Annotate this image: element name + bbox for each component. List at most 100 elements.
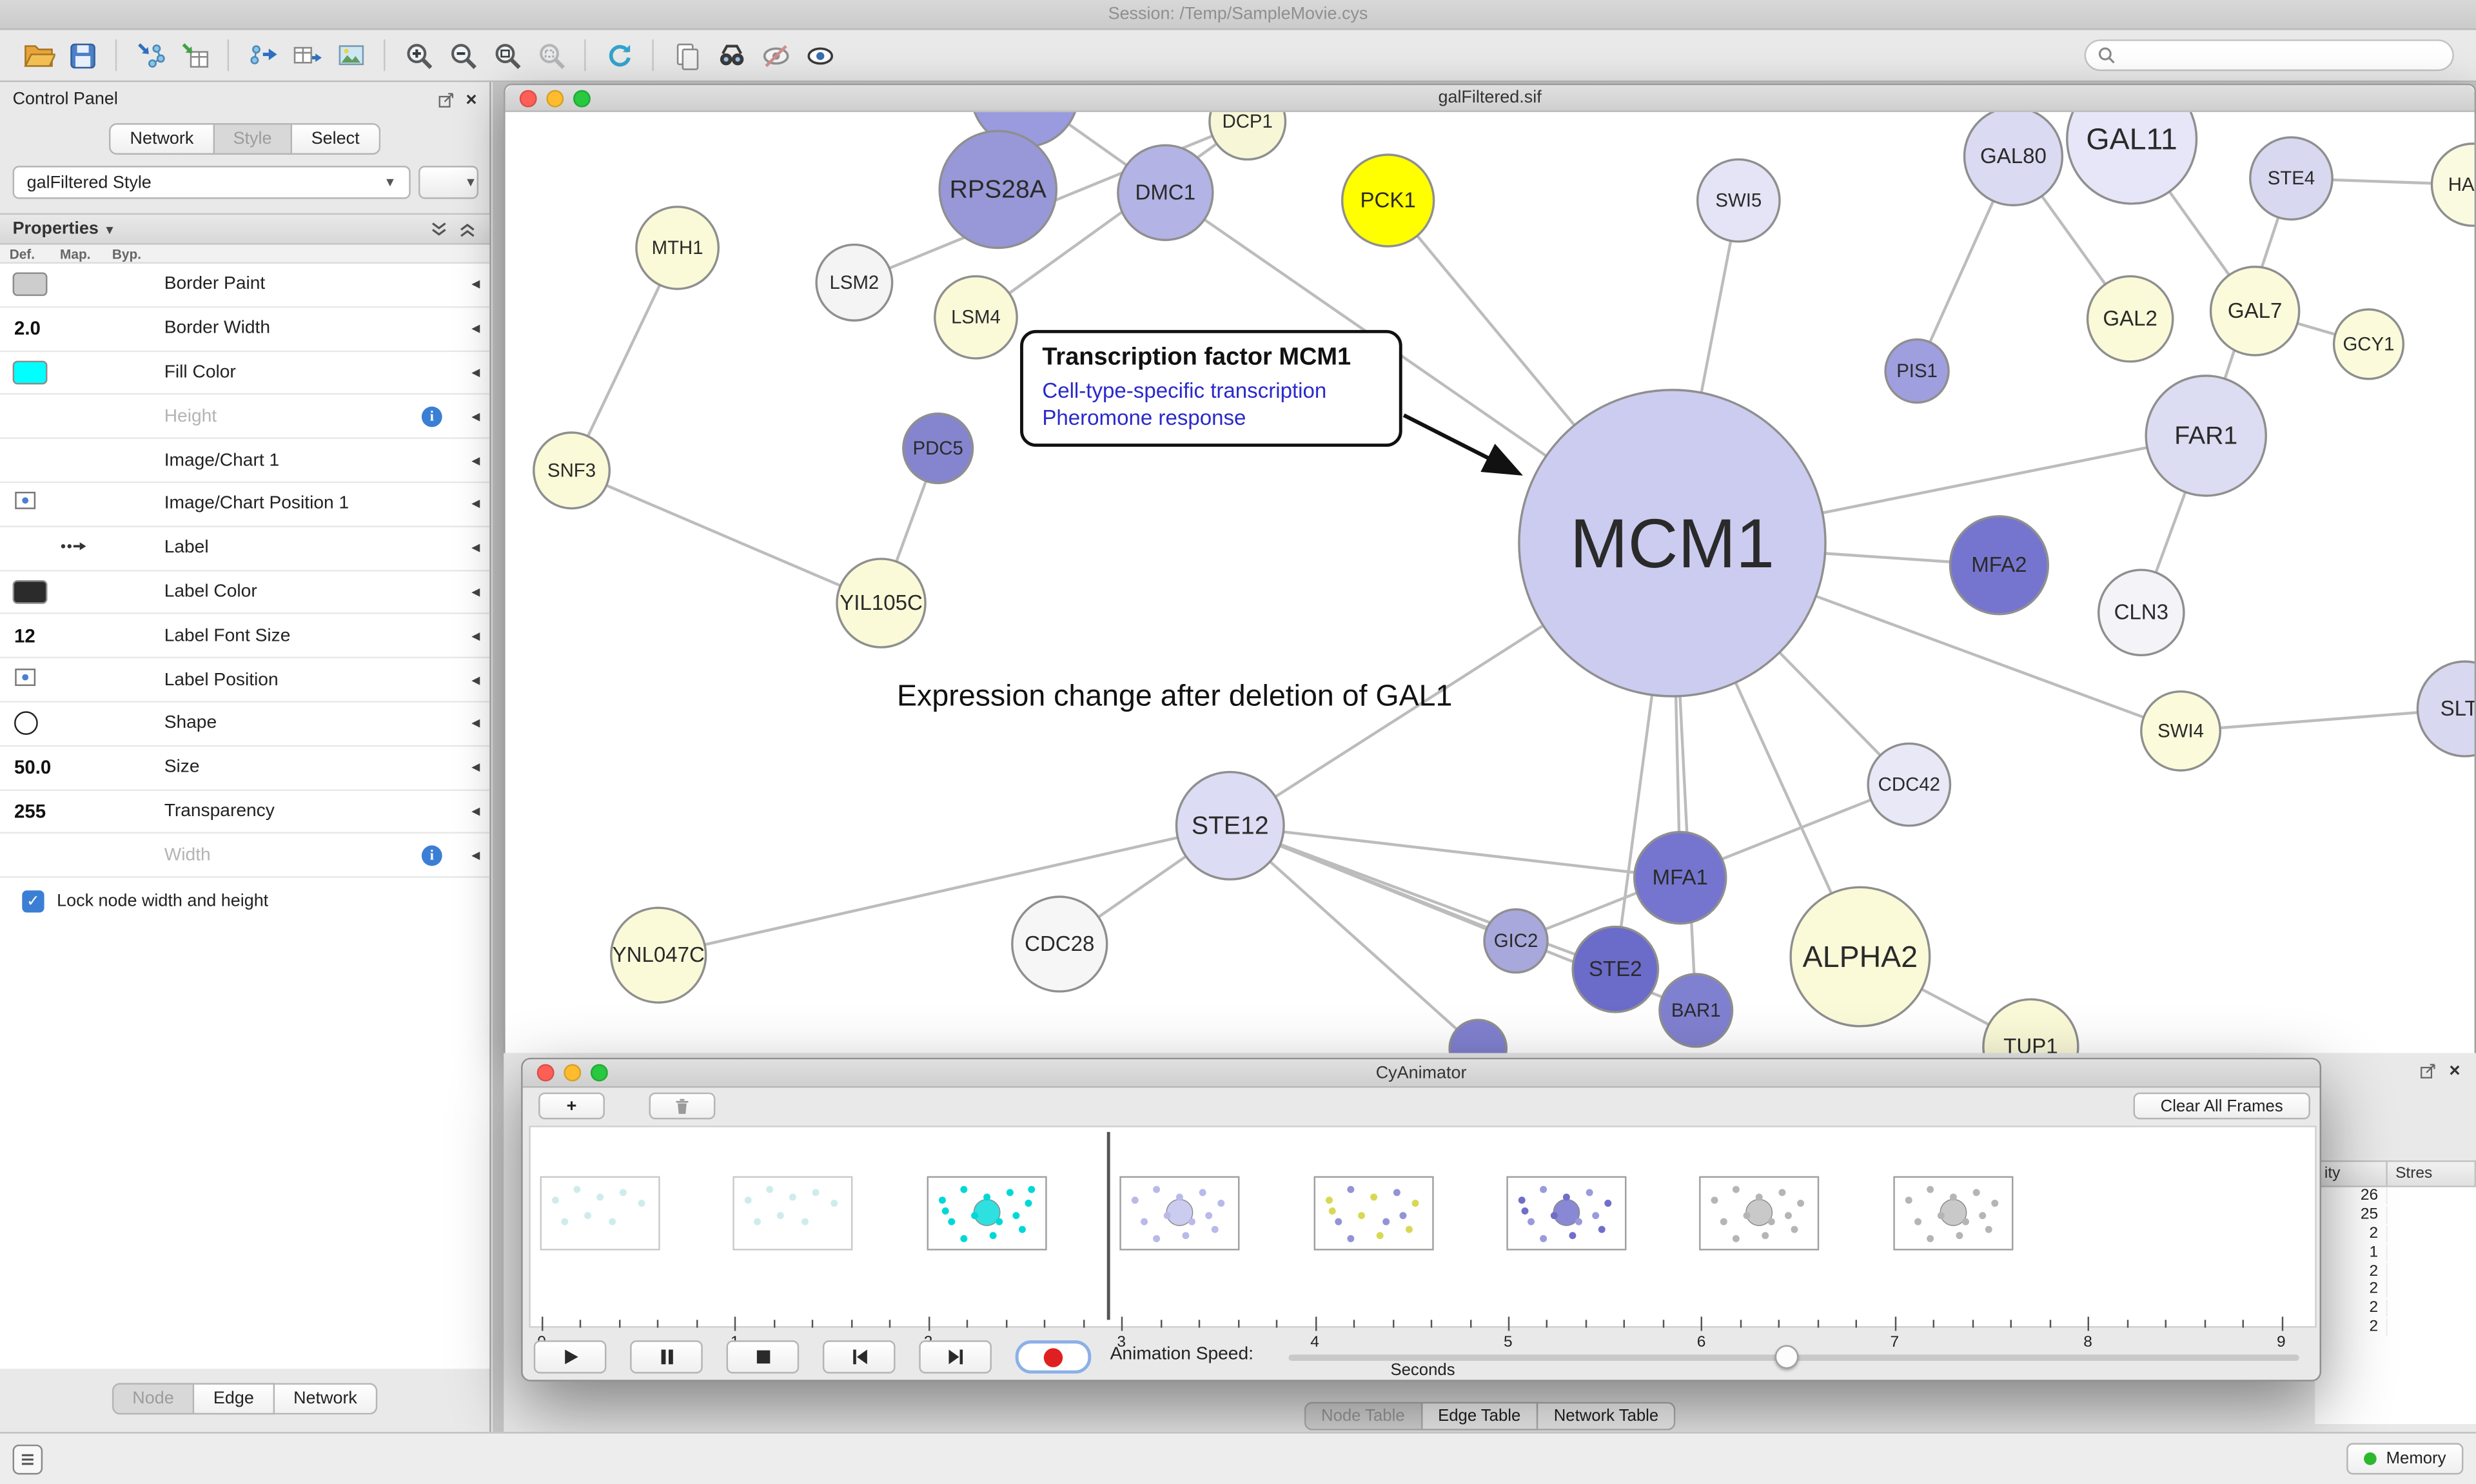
property-row-label-color[interactable]: Label Color◀ (0, 571, 490, 615)
network-node-ALPHA2[interactable] (1789, 886, 1931, 1028)
default-value[interactable]: 2.0 (14, 317, 41, 340)
table-column-header[interactable]: Stres (2387, 1160, 2476, 1187)
table-cell[interactable]: 2 (2315, 1318, 2388, 1336)
search-box[interactable] (2084, 39, 2454, 72)
network-node-STE2[interactable] (1571, 925, 1660, 1013)
network-node-MFA2[interactable] (1949, 515, 2050, 616)
table-cell[interactable]: 2 (2315, 1281, 2388, 1298)
float-panel-icon[interactable] (2419, 1062, 2437, 1079)
panel-menu-button[interactable] (12, 1444, 43, 1475)
network-node-CLN3[interactable] (2097, 569, 2185, 657)
playhead[interactable] (1106, 1131, 1110, 1320)
expand-row-icon[interactable]: ◀ (471, 850, 480, 862)
close-window-button[interactable] (536, 1064, 555, 1082)
close-panel-icon[interactable]: × (466, 88, 477, 111)
network-node-SLT2[interactable] (2416, 660, 2475, 757)
hide-selected-icon[interactable] (753, 34, 798, 77)
network-node-CDC28[interactable] (1011, 895, 1108, 993)
network-node-GAL11[interactable] (2066, 112, 2198, 205)
expand-row-icon[interactable]: ◀ (471, 719, 480, 730)
table-cell[interactable]: 1 (2315, 1244, 2388, 1262)
float-panel-icon[interactable] (437, 91, 455, 108)
property-row-label-position[interactable]: Label Position◀ (0, 658, 490, 703)
open-session-icon[interactable] (15, 34, 60, 77)
lock-size-checkbox[interactable]: ✓ (22, 890, 44, 913)
previous-frame-button[interactable] (822, 1340, 896, 1374)
network-node-MCM1[interactable] (1518, 389, 1827, 698)
timeline-frame-6[interactable] (1700, 1176, 1820, 1251)
info-icon[interactable]: i (421, 406, 442, 427)
show-all-icon[interactable] (798, 34, 842, 77)
timeline-frame-5[interactable] (1506, 1176, 1627, 1251)
expand-row-icon[interactable]: ◀ (471, 280, 480, 291)
network-node-LSM4[interactable] (934, 275, 1018, 360)
network-node-CDC42[interactable] (1867, 742, 1952, 827)
network-canvas[interactable]: RPS28BRPS28ADMC1DCP1PCK1SWI5GAL80GAL11ST… (505, 112, 2475, 1053)
first-neighbors-icon[interactable] (709, 34, 754, 77)
table-column-header[interactable]: ity (2315, 1160, 2388, 1187)
zoom-fit-icon[interactable] (485, 34, 529, 77)
network-node-FUS1[interactable] (1448, 1019, 1508, 1053)
panel-tab-node[interactable]: Node (112, 1383, 195, 1415)
collapse-all-icon[interactable] (458, 220, 477, 238)
minimize-window-button[interactable] (564, 1064, 582, 1082)
copy-icon[interactable] (665, 34, 709, 77)
close-panel-icon[interactable]: × (2449, 1059, 2461, 1082)
property-row-image-chart-1[interactable]: Image/Chart 1◀ (0, 439, 490, 483)
annotation-link[interactable]: Pheromone response (1042, 405, 1246, 430)
cyanimator-titlebar[interactable]: CyAnimator (522, 1059, 2320, 1088)
default-color-swatch[interactable] (12, 273, 48, 297)
zoom-window-button[interactable] (573, 89, 591, 107)
table-tab-node-table[interactable]: Node Table (1304, 1401, 1422, 1430)
default-value[interactable]: 255 (14, 800, 46, 823)
network-node-GIC2[interactable] (1483, 908, 1549, 974)
network-node-PCK1[interactable] (1341, 153, 1435, 248)
passthrough-mapping-icon[interactable] (60, 534, 87, 562)
network-node-GCY1[interactable] (2332, 308, 2405, 380)
network-node-LSM2[interactable] (815, 243, 894, 322)
annotation-box[interactable]: Transcription factor MCM1 Cell-type-spec… (1020, 329, 1402, 447)
clear-all-frames-button[interactable]: Clear All Frames (2133, 1092, 2310, 1120)
play-button[interactable] (533, 1340, 607, 1374)
network-node-GAL2[interactable] (2086, 275, 2174, 363)
expand-row-icon[interactable]: ◀ (471, 763, 480, 774)
expand-row-icon[interactable]: ◀ (471, 806, 480, 818)
network-node-TUP1[interactable] (1982, 998, 2079, 1053)
network-node-MFA1[interactable] (1633, 830, 1727, 925)
table-cell[interactable]: 2 (2315, 1299, 2388, 1317)
ellipse-shape-icon[interactable] (14, 712, 38, 736)
zoom-selected-icon[interactable] (529, 34, 573, 77)
network-node-YIL105C[interactable] (836, 558, 927, 649)
import-table-icon[interactable] (172, 34, 217, 77)
position-icon[interactable] (14, 665, 36, 694)
expand-row-icon[interactable]: ◀ (471, 499, 480, 511)
network-node-PDC5[interactable] (902, 412, 974, 485)
tab-select[interactable]: Select (292, 123, 380, 155)
property-row-border-paint[interactable]: Border Paint◀ (0, 263, 490, 308)
network-node-SNF3[interactable] (533, 431, 611, 510)
default-value[interactable]: 50.0 (14, 756, 52, 779)
panel-tab-edge[interactable]: Edge (194, 1383, 275, 1415)
annotation-link[interactable]: Cell-type-specific transcription (1042, 378, 1327, 403)
network-node-BAR1[interactable] (1658, 973, 1734, 1048)
import-network-icon[interactable] (128, 34, 172, 77)
table-tab-edge-table[interactable]: Edge Table (1422, 1401, 1538, 1430)
expand-row-icon[interactable]: ◀ (471, 631, 480, 643)
pause-button[interactable] (630, 1340, 703, 1374)
property-row-shape[interactable]: Shape◀ (0, 702, 490, 747)
network-node-MTH1[interactable] (635, 206, 720, 290)
export-network-icon[interactable] (240, 34, 284, 77)
panel-tab-network[interactable]: Network (274, 1383, 378, 1415)
timeline-frame-3[interactable] (1119, 1176, 1240, 1251)
style-selector[interactable]: galFiltered Style ▼ (12, 166, 411, 199)
network-node-DMC1[interactable] (1117, 144, 1214, 241)
network-node-HAP1[interactable] (2430, 142, 2475, 227)
property-row-label[interactable]: Label◀ (0, 527, 490, 571)
network-node-GAL7[interactable] (2209, 266, 2301, 356)
tab-style[interactable]: Style (214, 123, 293, 155)
network-node-FAR1[interactable] (2145, 375, 2268, 497)
record-button[interactable] (1015, 1340, 1092, 1374)
